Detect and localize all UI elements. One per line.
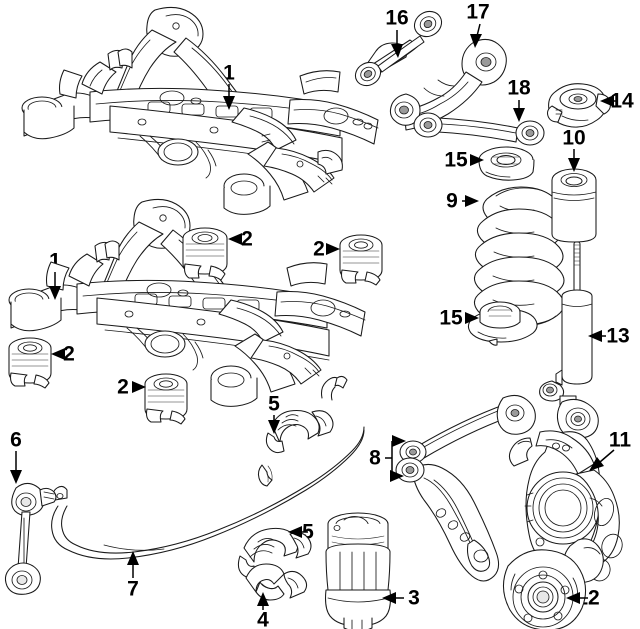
callout-5-upper[interactable]: 5 [268, 392, 280, 416]
leader-6 [10, 451, 22, 484]
bushing-a [182, 227, 228, 281]
leader-17 [470, 23, 482, 48]
part-shock-absorber [539, 241, 599, 439]
leader-3 [382, 592, 404, 604]
callout-1-upper[interactable]: 1 [223, 61, 235, 85]
part-stab-bushing-upper [265, 409, 334, 454]
leader-12 [566, 592, 588, 604]
callout-8[interactable]: 8 [369, 446, 381, 470]
leader-13 [588, 330, 606, 342]
callout-2-b[interactable]: 2 [313, 237, 325, 261]
part-insulator-lower [467, 301, 538, 346]
bushing-b [339, 234, 383, 286]
leader-9 [462, 195, 479, 207]
part-wheel-hub [502, 549, 587, 629]
leader-2-d [132, 381, 146, 393]
part-insulator-upper [478, 146, 535, 181]
callout-15-lower[interactable]: 15 [439, 306, 463, 330]
part-lateral-link [413, 112, 545, 146]
callout-2-c[interactable]: 2 [63, 342, 75, 366]
callout-6[interactable]: 6 [10, 428, 22, 452]
leader-15-lower [465, 312, 479, 324]
callout-15-upper[interactable]: 15 [444, 148, 468, 172]
callout-16[interactable]: 16 [385, 6, 409, 30]
leader-2-a [228, 233, 242, 245]
part-bushings [8, 227, 383, 425]
bushing-d [144, 373, 188, 425]
callout-2-d[interactable]: 2 [117, 375, 129, 399]
callout-11[interactable]: 11 [608, 428, 632, 452]
leader-1-upper [223, 84, 235, 110]
callout-2-a[interactable]: 2 [241, 227, 253, 251]
leader-5-lower [288, 526, 308, 538]
leader-10 [568, 149, 580, 172]
part-trailing-arm [399, 394, 536, 464]
part-dust-boot [551, 168, 597, 243]
leader-8 [385, 435, 406, 482]
part-crossmember-lower [8, 198, 366, 407]
callout-3[interactable]: 3 [408, 586, 420, 610]
leader-11 [589, 449, 615, 471]
leader-2-b [326, 243, 340, 255]
leader-1-lower [49, 272, 61, 300]
part-coil-spring [473, 186, 565, 327]
callout-18[interactable]: 18 [507, 76, 531, 100]
callout-7[interactable]: 7 [127, 577, 139, 601]
leader-5-upper [268, 415, 280, 434]
leader-18 [513, 100, 525, 122]
leader-14 [600, 95, 616, 107]
callout-4[interactable]: 4 [257, 608, 269, 629]
callout-13[interactable]: 13 [606, 324, 630, 348]
leader-2-c [51, 348, 65, 360]
callout-9[interactable]: 9 [446, 189, 458, 213]
leader-7 [127, 551, 139, 578]
leader-16 [391, 30, 403, 58]
callout-10[interactable]: 10 [562, 126, 586, 150]
callout-17[interactable]: 17 [466, 0, 490, 24]
part-stabilizer-link [4, 482, 57, 595]
callout-14[interactable]: 14 [610, 89, 634, 113]
callout-1-lower[interactable]: 1 [49, 249, 61, 273]
bushing-c [8, 337, 52, 389]
part-air-spring [324, 512, 392, 629]
leader-4 [257, 592, 269, 610]
part-crossmember-upper [21, 6, 379, 215]
part-stabilizer-bar [51, 375, 365, 560]
leader-15-upper [470, 154, 484, 166]
